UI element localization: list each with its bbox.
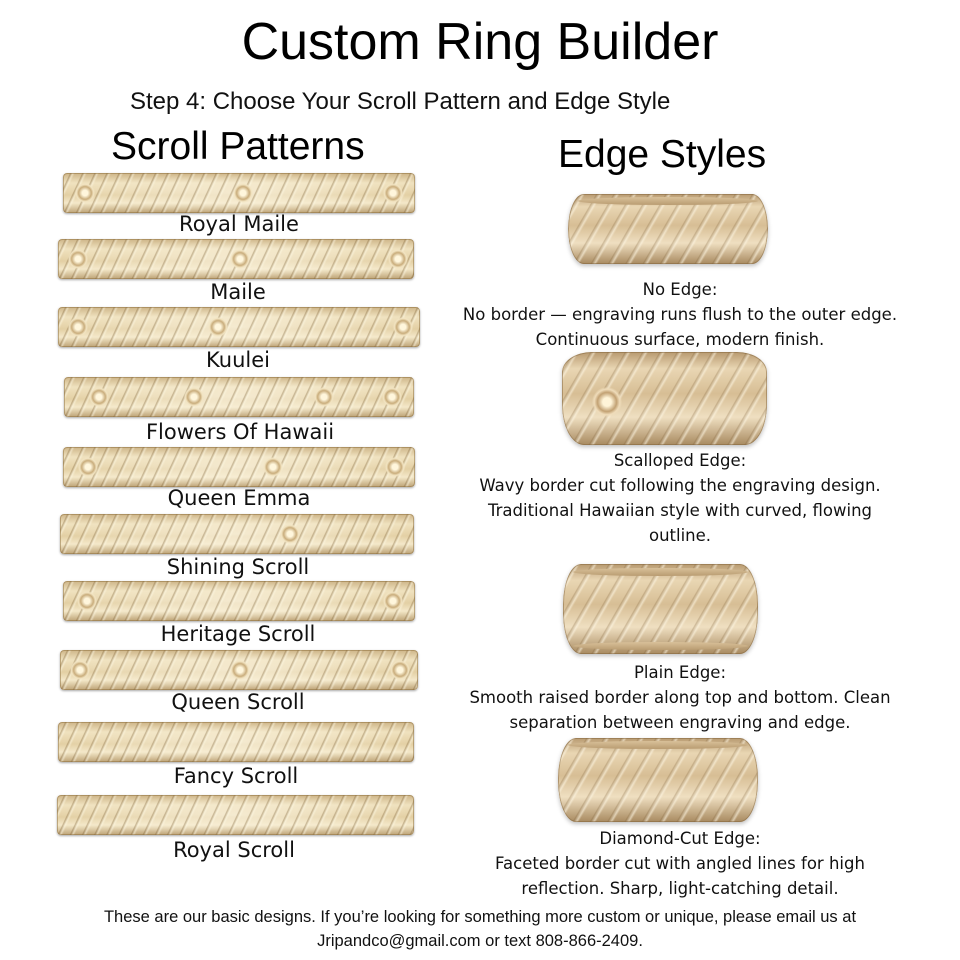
royal-maile-swatch-image[interactable] bbox=[63, 173, 415, 213]
flower-motif-icon bbox=[592, 387, 622, 417]
flower-motif-icon bbox=[385, 457, 405, 477]
scroll-label: Kuulei bbox=[206, 348, 270, 372]
shining-scroll-swatch-image[interactable] bbox=[60, 514, 414, 554]
kuulei-swatch-image[interactable] bbox=[58, 307, 420, 347]
flower-motif-icon bbox=[77, 591, 97, 611]
flower-motif-icon bbox=[390, 660, 410, 680]
ring-rim bbox=[568, 741, 748, 749]
flower-motif-icon bbox=[382, 387, 402, 407]
ring-rim bbox=[573, 568, 748, 576]
flowers-of-hawaii-swatch-image[interactable] bbox=[64, 377, 414, 417]
flower-motif-icon bbox=[68, 317, 88, 337]
edge-detail-line: Traditional Hawaiian style with curved, … bbox=[487, 501, 872, 520]
queen-scroll-swatch-image[interactable] bbox=[60, 650, 418, 690]
scroll-label: Queen Emma bbox=[167, 486, 311, 510]
plain-edge-ring-image[interactable] bbox=[563, 564, 758, 654]
scalloped-edge-ring-image[interactable] bbox=[562, 352, 767, 445]
diamond-cut-edge-ring-image[interactable] bbox=[558, 738, 758, 822]
flower-motif-icon bbox=[68, 249, 88, 269]
edge-detail-line: outline. bbox=[648, 526, 712, 545]
edge-detail-line: separation between engraving and edge. bbox=[509, 713, 851, 732]
scroll-label: Royal Scroll bbox=[173, 838, 295, 862]
flower-motif-icon bbox=[230, 249, 250, 269]
edge-title: Plain Edge: bbox=[633, 663, 726, 682]
flower-motif-icon bbox=[230, 660, 250, 680]
edge-detail-line: Faceted border cut with angled lines for… bbox=[495, 854, 865, 873]
flower-motif-icon bbox=[314, 387, 334, 407]
edge-description: Diamond-Cut Edge: Faceted border cut wit… bbox=[440, 826, 920, 901]
edge-detail-line: Continuous surface, modern finish. bbox=[535, 330, 825, 349]
flower-motif-icon bbox=[383, 183, 403, 203]
scroll-label: Flowers Of Hawaii bbox=[145, 420, 335, 444]
ring-rim bbox=[573, 642, 748, 650]
flower-motif-icon bbox=[393, 317, 413, 337]
fancy-scroll-swatch-image[interactable] bbox=[58, 722, 414, 762]
edge-title: Diamond-Cut Edge: bbox=[599, 829, 761, 848]
edge-description: Scalloped Edge: Wavy border cut followin… bbox=[440, 448, 920, 548]
edge-detail-line: No border — engraving runs flush to the … bbox=[462, 305, 898, 324]
no-edge-ring-image[interactable] bbox=[568, 194, 768, 264]
scroll-label: Shining Scroll bbox=[166, 555, 310, 579]
scroll-patterns-heading: Scroll Patterns bbox=[111, 125, 365, 168]
scroll-label: Fancy Scroll bbox=[173, 764, 299, 788]
flower-motif-icon bbox=[78, 457, 98, 477]
step-subtitle: Step 4: Choose Your Scroll Pattern and E… bbox=[130, 88, 671, 115]
flower-motif-icon bbox=[233, 183, 253, 203]
footer-note: These are our basic designs. If you’re l… bbox=[60, 905, 900, 953]
edge-description: Plain Edge: Smooth raised border along t… bbox=[440, 660, 920, 735]
footer-line: These are our basic designs. If you’re l… bbox=[103, 908, 857, 926]
flower-motif-icon bbox=[208, 317, 228, 337]
edge-title: No Edge: bbox=[642, 280, 718, 299]
scroll-label: Maile bbox=[210, 280, 266, 304]
flower-motif-icon bbox=[75, 183, 95, 203]
edge-detail-line: Wavy border cut following the engraving … bbox=[479, 476, 881, 495]
footer-contact[interactable]: Jripandco@gmail.com or text 808-866-2409… bbox=[317, 932, 643, 950]
flower-motif-icon bbox=[280, 524, 300, 544]
flower-motif-icon bbox=[70, 660, 90, 680]
flower-motif-icon bbox=[383, 591, 403, 611]
queen-emma-swatch-image[interactable] bbox=[63, 447, 415, 487]
edge-detail-line: reflection. Sharp, light-catching detail… bbox=[521, 879, 839, 898]
scroll-label: Royal Maile bbox=[179, 212, 299, 236]
edge-description: No Edge: No border — engraving runs flus… bbox=[440, 277, 920, 352]
maile-swatch-image[interactable] bbox=[58, 239, 414, 279]
scroll-label: Heritage Scroll bbox=[160, 622, 316, 646]
ring-rim bbox=[578, 197, 758, 205]
flower-motif-icon bbox=[263, 457, 283, 477]
flower-motif-icon bbox=[388, 249, 408, 269]
flower-motif-icon bbox=[89, 387, 109, 407]
scroll-label: Queen Scroll bbox=[171, 690, 305, 714]
page-title: Custom Ring Builder bbox=[241, 13, 719, 71]
edge-styles-heading: Edge Styles bbox=[558, 133, 767, 176]
flower-motif-icon bbox=[184, 387, 204, 407]
royal-scroll-swatch-image[interactable] bbox=[57, 795, 414, 835]
edge-detail-line: Smooth raised border along top and botto… bbox=[469, 688, 891, 707]
edge-title: Scalloped Edge: bbox=[613, 451, 747, 470]
heritage-scroll-swatch-image[interactable] bbox=[63, 581, 415, 621]
